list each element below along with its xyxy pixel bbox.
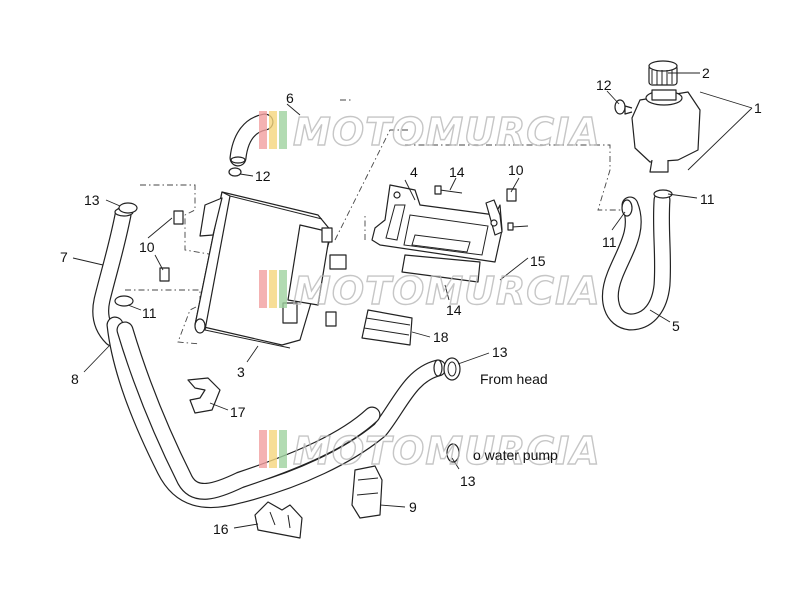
callout-labels: 1 2 3 4 5 6 7 8 9 10 10 11 11 11 12 12 1…: [60, 65, 762, 537]
callout-10a: 10: [139, 239, 155, 255]
leader-lines: [72, 72, 753, 529]
watermark-text: MOTOMURCIA: [293, 110, 601, 154]
callout-13c: 13: [460, 473, 476, 489]
part-18: [361, 309, 413, 346]
callout-10b: 10: [508, 162, 524, 178]
watermark-text: MOTOMURCIA: [293, 269, 601, 313]
callout-1: 1: [754, 100, 762, 116]
callout-9: 9: [409, 499, 417, 515]
bracket: [371, 184, 503, 283]
clip-9: [351, 465, 383, 519]
watermark-logo-mid: MOTOMURCIA: [259, 268, 601, 314]
callout-12b: 12: [596, 77, 612, 93]
callout-6: 6: [286, 90, 294, 106]
callout-14b: 14: [446, 302, 462, 318]
callout-16: 16: [213, 521, 229, 537]
assembly-lines: [125, 99, 625, 345]
callout-3: 3: [237, 364, 245, 380]
callout-2: 2: [702, 65, 710, 81]
callout-7: 7: [60, 249, 68, 265]
screws: [434, 185, 529, 231]
clip-16: [254, 501, 303, 539]
callout-18: 18: [433, 329, 449, 345]
watermarks: MOTOMURCIA MOTOMURCIA MOTOMURCIA: [259, 109, 601, 474]
note-water-pump: o water pump: [473, 447, 558, 463]
hose-5: [601, 191, 672, 331]
expansion-tank: [624, 60, 701, 173]
callout-12a: 12: [255, 168, 271, 184]
radiator: [194, 191, 347, 349]
clamps: [114, 99, 673, 463]
callout-5: 5: [672, 318, 680, 334]
note-from-head: From head: [480, 371, 548, 387]
callout-13b: 13: [492, 344, 508, 360]
callout-4: 4: [410, 164, 418, 180]
callout-11a: 11: [142, 305, 157, 321]
callout-11c: 11: [602, 234, 617, 250]
clip-17: [187, 377, 221, 414]
hose-8: [106, 316, 447, 509]
callout-14a: 14: [449, 164, 465, 180]
callout-8: 8: [71, 371, 79, 387]
watermark-logo-bottom: MOTOMURCIA: [259, 428, 601, 474]
watermark-logo-top: MOTOMURCIA: [259, 109, 601, 155]
callout-15: 15: [530, 253, 546, 269]
watermark-text: MOTOMURCIA: [293, 429, 601, 473]
callout-13a: 13: [84, 192, 100, 208]
callout-11b: 11: [700, 191, 715, 207]
callout-17: 17: [230, 404, 246, 420]
